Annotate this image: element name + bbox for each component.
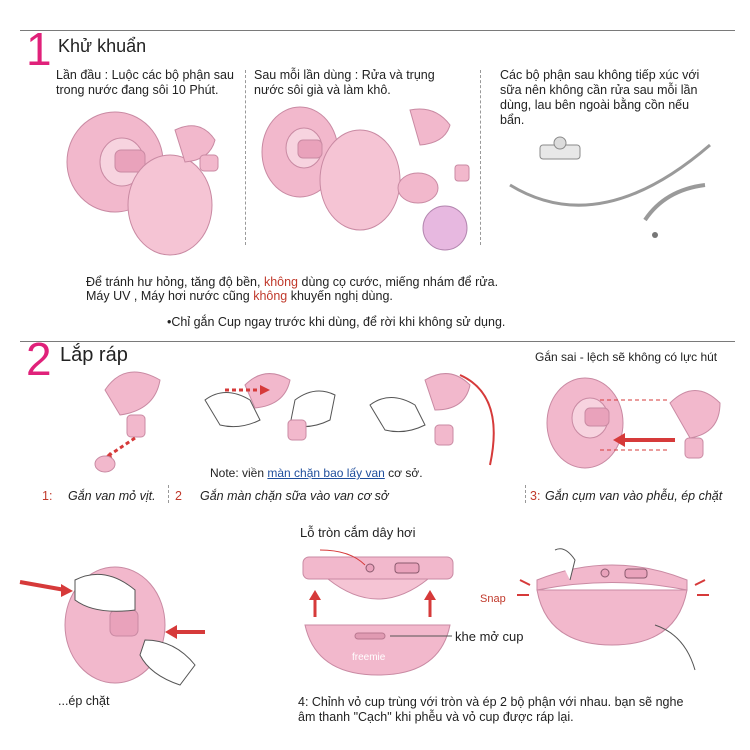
duckbill-valve-illustration (94, 371, 161, 473)
press-funnel-hands-illustration (19, 566, 205, 686)
step1-caption: Gắn van mỏ vịt. (68, 489, 156, 503)
wrong-assembly-warning: Gắn sai - lệch sẽ không có lực hút (535, 350, 718, 364)
tube-connector-illustration (509, 136, 711, 238)
step-number-2: 2 (26, 333, 52, 385)
funnel-parts-illustration-2 (261, 106, 470, 251)
step-number-1: 1 (26, 23, 52, 75)
section1-title: Khử khuẩn (58, 36, 147, 56)
valve-into-funnel-illustration (546, 377, 721, 469)
snap-cup-hands-illustration (517, 548, 709, 671)
step1-number: 1: (42, 489, 53, 503)
press-caption: ...ép chặt (58, 694, 110, 708)
section1-col1-text: Lần đầu : Luộc các bộ phận sau trong nướ… (56, 68, 234, 97)
section1-col3-text: Các bộ phận sau không tiếp xúc với sữa n… (500, 68, 700, 127)
section1-note-3: •Chỉ gắn Cup ngay trước khi dùng, để rời… (167, 315, 506, 329)
step3-caption: Gắn cụm van vào phễu, ép chặt (545, 489, 723, 503)
cup-brand-logo: freemie (352, 652, 386, 663)
membrane-assembly-hands-1 (204, 373, 336, 441)
snap-label: Snap (480, 593, 506, 605)
step3-number: 3: (530, 489, 541, 503)
section1-note-1: Để tránh hư hỏng, tăng độ bền, không dùn… (86, 275, 499, 289)
middle-divider (20, 341, 735, 342)
step-separator-2 (525, 485, 526, 503)
section1-separator-2 (480, 70, 481, 245)
top-divider (20, 30, 735, 31)
step2-number: 2 (175, 489, 182, 503)
section1-separator-1 (245, 70, 246, 245)
section1-col2-text: Sau mỗi lần dùng : Rửa và trụng nước sôi… (254, 68, 435, 97)
step2-caption: Gắn màn chặn sữa vào van cơ sở (200, 489, 389, 503)
step4-caption: 4: Chỉnh vỏ cup trùng với tròn và ép 2 b… (298, 695, 684, 724)
cup-alignment-illustration (302, 549, 454, 676)
assembly-note: Note: viền màn chặn bao lấy van cơ sở. (210, 466, 423, 480)
funnel-parts-illustration-1 (66, 111, 219, 256)
section2-title: Lắp ráp (60, 344, 128, 366)
membrane-assembly-hands-2 (369, 373, 495, 466)
cup-slot-label: khe mở cup (455, 629, 524, 644)
air-hole-label: Lỗ tròn cắm dây hơi (300, 525, 416, 540)
section1-note-2: Máy UV , Máy hơi nước cũng không khuyến … (86, 289, 393, 303)
step-separator-1 (168, 485, 169, 503)
